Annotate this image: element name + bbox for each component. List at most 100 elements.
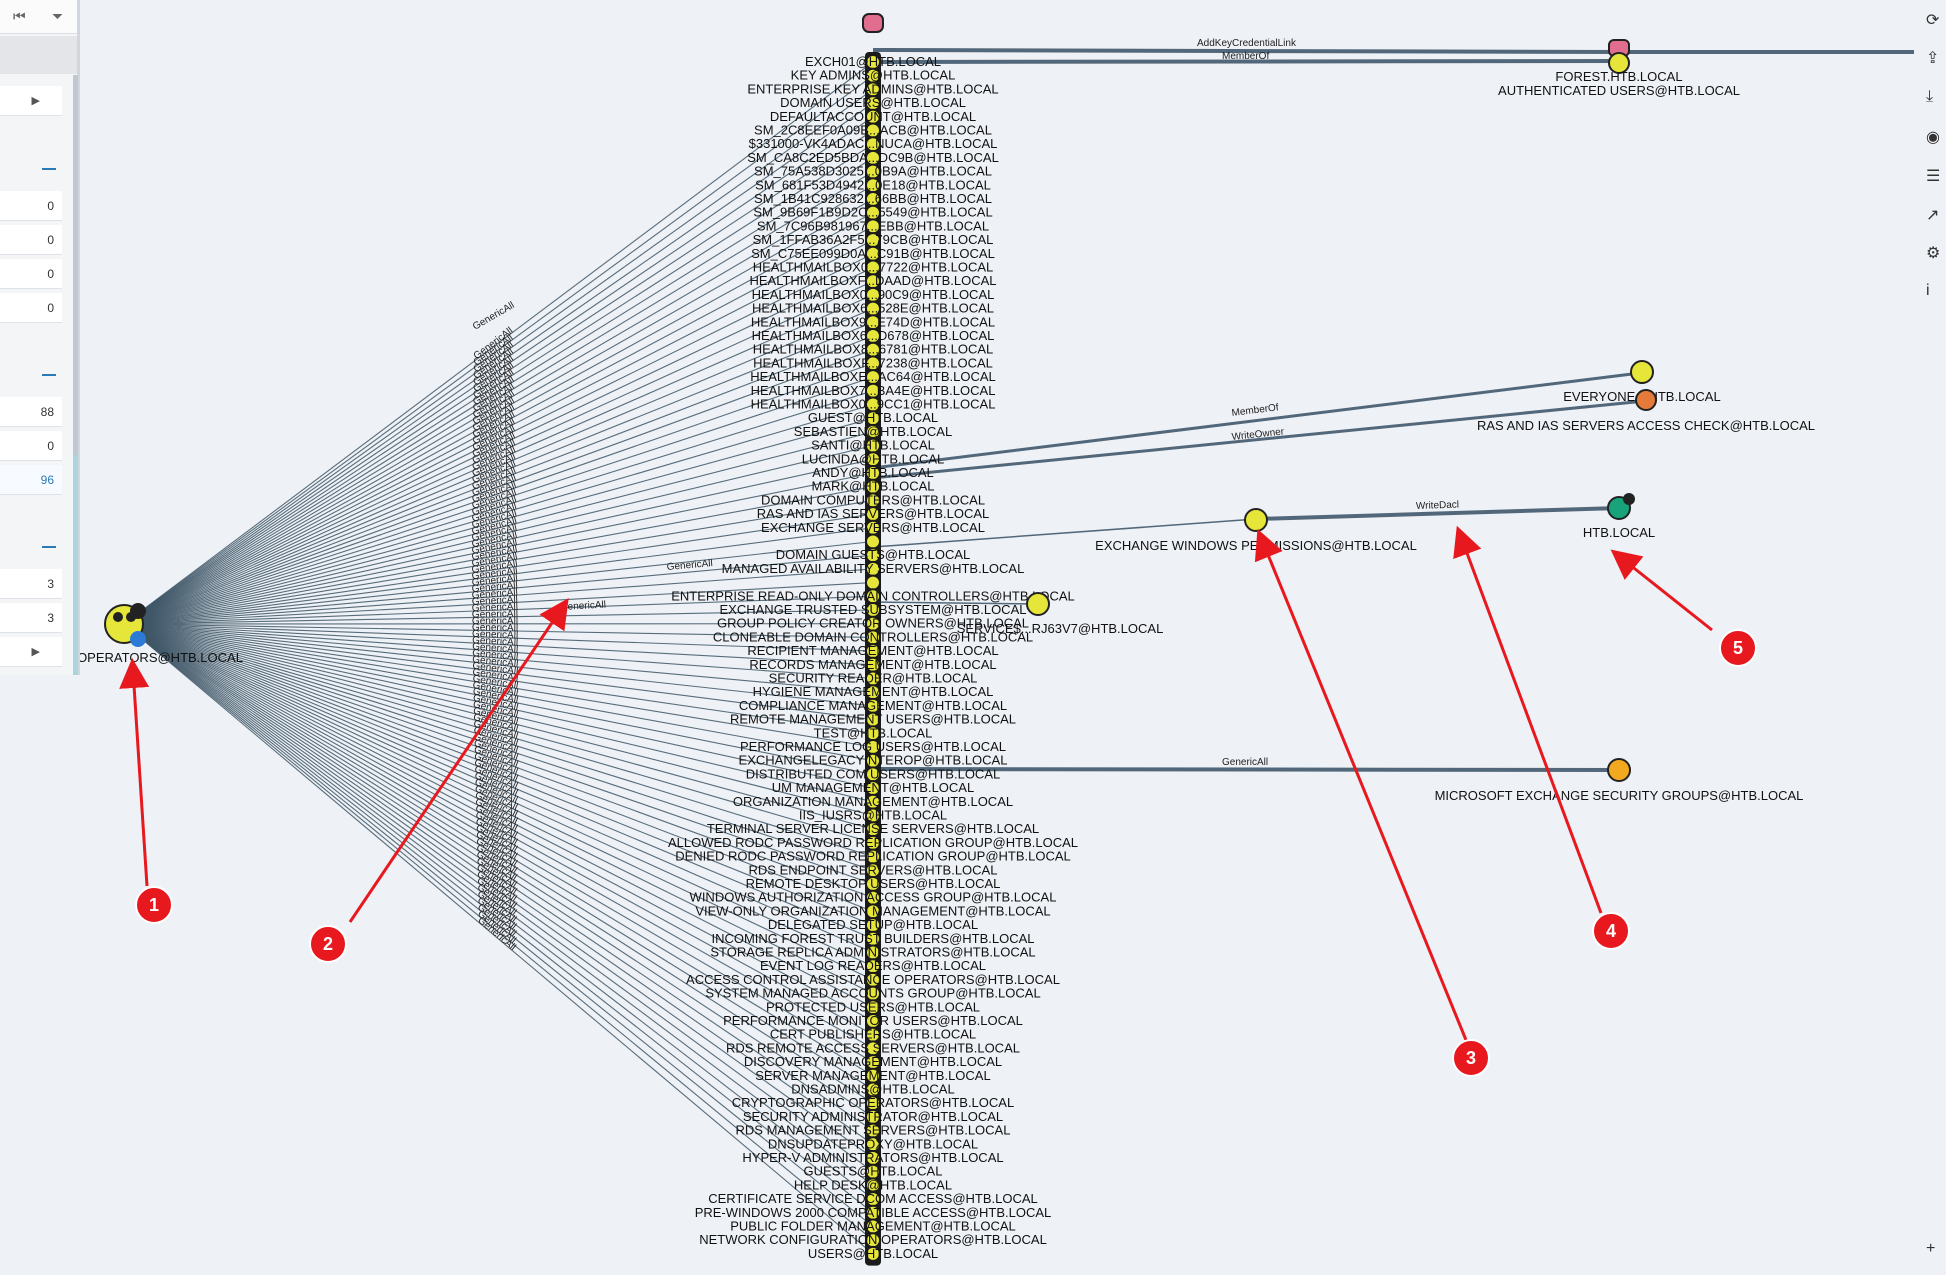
node-label: ENTERPRISE READ-ONLY DOMAIN CONTROLLERS@… — [671, 588, 1075, 603]
download-icon[interactable]: ⤓ — [1926, 88, 1934, 105]
edge-generic-all — [123, 623, 874, 912]
gpo-icon — [1635, 389, 1657, 411]
node-label: WINDOWS AUTHORIZATION ACCESS GROUP@HTB.L… — [690, 890, 1057, 905]
edge-generic-all — [123, 486, 874, 625]
panel-scrollbar[interactable] — [73, 75, 78, 455]
node-label: RDS ENDPOINT SERVERS@HTB.LOCAL — [749, 862, 998, 877]
node-label: SM_1FFAB36A2F5...79CB@HTB.LOCAL — [753, 232, 994, 247]
edge-label-generic-all-mesg: GenericAll — [1222, 757, 1268, 768]
node-service[interactable]: SERVICE$...RJ63V7@HTB.LOCAL — [957, 592, 1164, 636]
node-label: USERS@HTB.LOCAL — [808, 1246, 938, 1261]
node-label: SM_1B41C928632...66BB@HTB.LOCAL — [754, 191, 992, 206]
edge-generic-all — [123, 623, 874, 830]
count-row[interactable]: 3 — [0, 603, 62, 633]
edge-label-generic-all: GenericAll — [472, 622, 518, 634]
edge-generic-all — [123, 362, 874, 625]
computer-icon[interactable] — [862, 13, 884, 33]
count-row[interactable]: 0 — [0, 293, 62, 323]
settings-icon[interactable]: ⚙ — [1926, 245, 1941, 262]
node-label: RDS REMOTE ACCESS SERVERS@HTB.LOCAL — [726, 1040, 1020, 1055]
edge-label-generic-all: GenericAll — [471, 587, 518, 601]
edge-label-generic-all: GenericAll — [472, 654, 519, 670]
group-node-icon[interactable] — [865, 1245, 881, 1262]
node-label: HYPER-V ADMINISTRATORS@HTB.LOCAL — [742, 1150, 1003, 1165]
node-ras-check[interactable]: RAS AND IAS SERVERS ACCESS CHECK@HTB.LOC… — [1477, 389, 1815, 433]
edge-generic-all — [123, 417, 874, 625]
edge-svc — [872, 601, 1039, 605]
node-mesg[interactable]: MICROSOFT EXCHANGE SECURITY GROUPS@HTB.L… — [1435, 758, 1804, 803]
edge-label-generic-all: GenericAll — [472, 629, 519, 642]
edge-generic-all — [123, 253, 874, 625]
collapse-icon-2[interactable] — [42, 374, 56, 376]
count-row[interactable]: 0 — [0, 225, 62, 255]
node-label: SM_C75EE099D0A...C91B@HTB.LOCAL — [751, 246, 995, 261]
annotation-number-4: 4 — [1606, 921, 1616, 941]
list-icon[interactable]: ☰ — [1926, 168, 1941, 185]
node-label: PERFORMANCE LOG USERS@HTB.LOCAL — [740, 739, 1006, 754]
expand-row-1[interactable]: ▶ — [0, 86, 62, 116]
node-label: SYSTEM MANAGED ACCOUNTS GROUP@HTB.LOCAL — [705, 986, 1040, 1001]
annotation-marker-3 — [1452, 1039, 1490, 1077]
node-label: KEY ADMINS@HTB.LOCAL — [791, 68, 956, 83]
count-row[interactable]: 0 — [0, 259, 62, 289]
edge-generic-all — [123, 623, 874, 1227]
edge-generic-all — [123, 623, 874, 1036]
node-forest[interactable]: FOREST.HTB.LOCAL AUTHENTICATED USERS@HTB… — [1498, 39, 1740, 98]
left-panel: ⏮ ⏷ ▶ 0 0 0 0 88 0 96 3 3 ▶ — [0, 0, 80, 675]
node-label: HEALTHMAILBOX6...D678@HTB.LOCAL — [752, 328, 995, 343]
node-label: EXCHANGE SERVERS@HTB.LOCAL — [761, 520, 985, 535]
node-label-forest: FOREST.HTB.LOCAL — [1555, 69, 1682, 84]
info-icon[interactable]: i — [1926, 282, 1930, 299]
node-label: SM_681F53D4942...0E18@HTB.LOCAL — [755, 177, 991, 192]
annotation-number-5: 5 — [1733, 638, 1743, 658]
edge-generic-all — [123, 294, 874, 625]
collapse-icon-3[interactable] — [42, 546, 56, 548]
count-row-active[interactable]: 96 — [0, 465, 62, 495]
collapse-icon-1[interactable] — [42, 168, 56, 170]
annotations: 1 2 3 4 5 — [119, 525, 1757, 1077]
edge-generic-all — [123, 623, 874, 844]
annotation-arrow-2 — [348, 598, 569, 923]
edge-label-generic-all: GenericAll — [472, 635, 519, 648]
edge-label-generic-all: GenericAll — [471, 573, 518, 589]
count-row[interactable]: 0 — [0, 431, 62, 461]
group-icon-head — [113, 612, 123, 622]
expand-arrow-icon[interactable]: ▶ — [31, 646, 40, 658]
edge-generic-all — [123, 623, 874, 995]
edge-member-of-top — [872, 59, 1620, 64]
refresh-icon[interactable]: ⟳ — [1926, 12, 1940, 29]
node-operators[interactable]: OPERATORS@HTB.LOCAL — [77, 603, 243, 665]
chart-icon[interactable]: ↗ — [1926, 207, 1940, 224]
edge-write-dacl — [1255, 506, 1620, 521]
node-label: SEBASTIEN@HTB.LOCAL — [794, 424, 952, 439]
node-label: DOMAIN GUESTS@HTB.LOCAL — [776, 547, 971, 562]
edge-generic-all — [123, 623, 874, 803]
expand-arrow-icon[interactable]: ▶ — [31, 95, 40, 107]
expand-row-2[interactable]: ▶ — [0, 637, 62, 667]
node-label: HEALTHMAILBOX9...E74D@HTB.LOCAL — [751, 314, 995, 329]
filter-icon[interactable]: ⏷ — [52, 8, 64, 24]
node-label-ewp: EXCHANGE WINDOWS PERMISSIONS@HTB.LOCAL — [1095, 538, 1417, 553]
edge-label-generic-all: GenericAll — [472, 648, 519, 663]
node-htb[interactable]: HTB.LOCAL — [1583, 493, 1655, 540]
node-label: PRE-WINDOWS 2000 COMPATIBLE ACCESS@HTB.L… — [695, 1205, 1052, 1220]
edge-generic-all — [123, 513, 874, 625]
count-row[interactable]: 0 — [0, 191, 62, 221]
target-icon[interactable]: ◉ — [1926, 129, 1940, 146]
annotation-number-2: 2 — [323, 934, 333, 954]
plus-icon[interactable]: + — [1926, 1240, 1936, 1257]
node-label: TERMINAL SERVER LICENSE SERVERS@HTB.LOCA… — [707, 821, 1039, 836]
edge-label-generic-all: GenericAll — [472, 594, 519, 608]
first-page-icon[interactable]: ⏮ — [13, 8, 26, 24]
edge-generic-all — [123, 554, 874, 625]
node-label-htb: HTB.LOCAL — [1583, 525, 1655, 540]
node-label: SM_9B69F1B9D2C...5549@HTB.LOCAL — [753, 205, 992, 220]
upload-icon[interactable]: ⇪ — [1926, 50, 1940, 67]
edge-generic-all — [123, 280, 874, 625]
count-row[interactable]: 3 — [0, 569, 62, 599]
count-row[interactable]: 88 — [0, 397, 62, 427]
node-label: SM_75A538D3025...0B9A@HTB.LOCAL — [754, 164, 992, 179]
edge-label-generic-all: GenericAll — [471, 580, 518, 595]
node-label: REMOTE DESKTOP USERS@HTB.LOCAL — [746, 876, 1001, 891]
